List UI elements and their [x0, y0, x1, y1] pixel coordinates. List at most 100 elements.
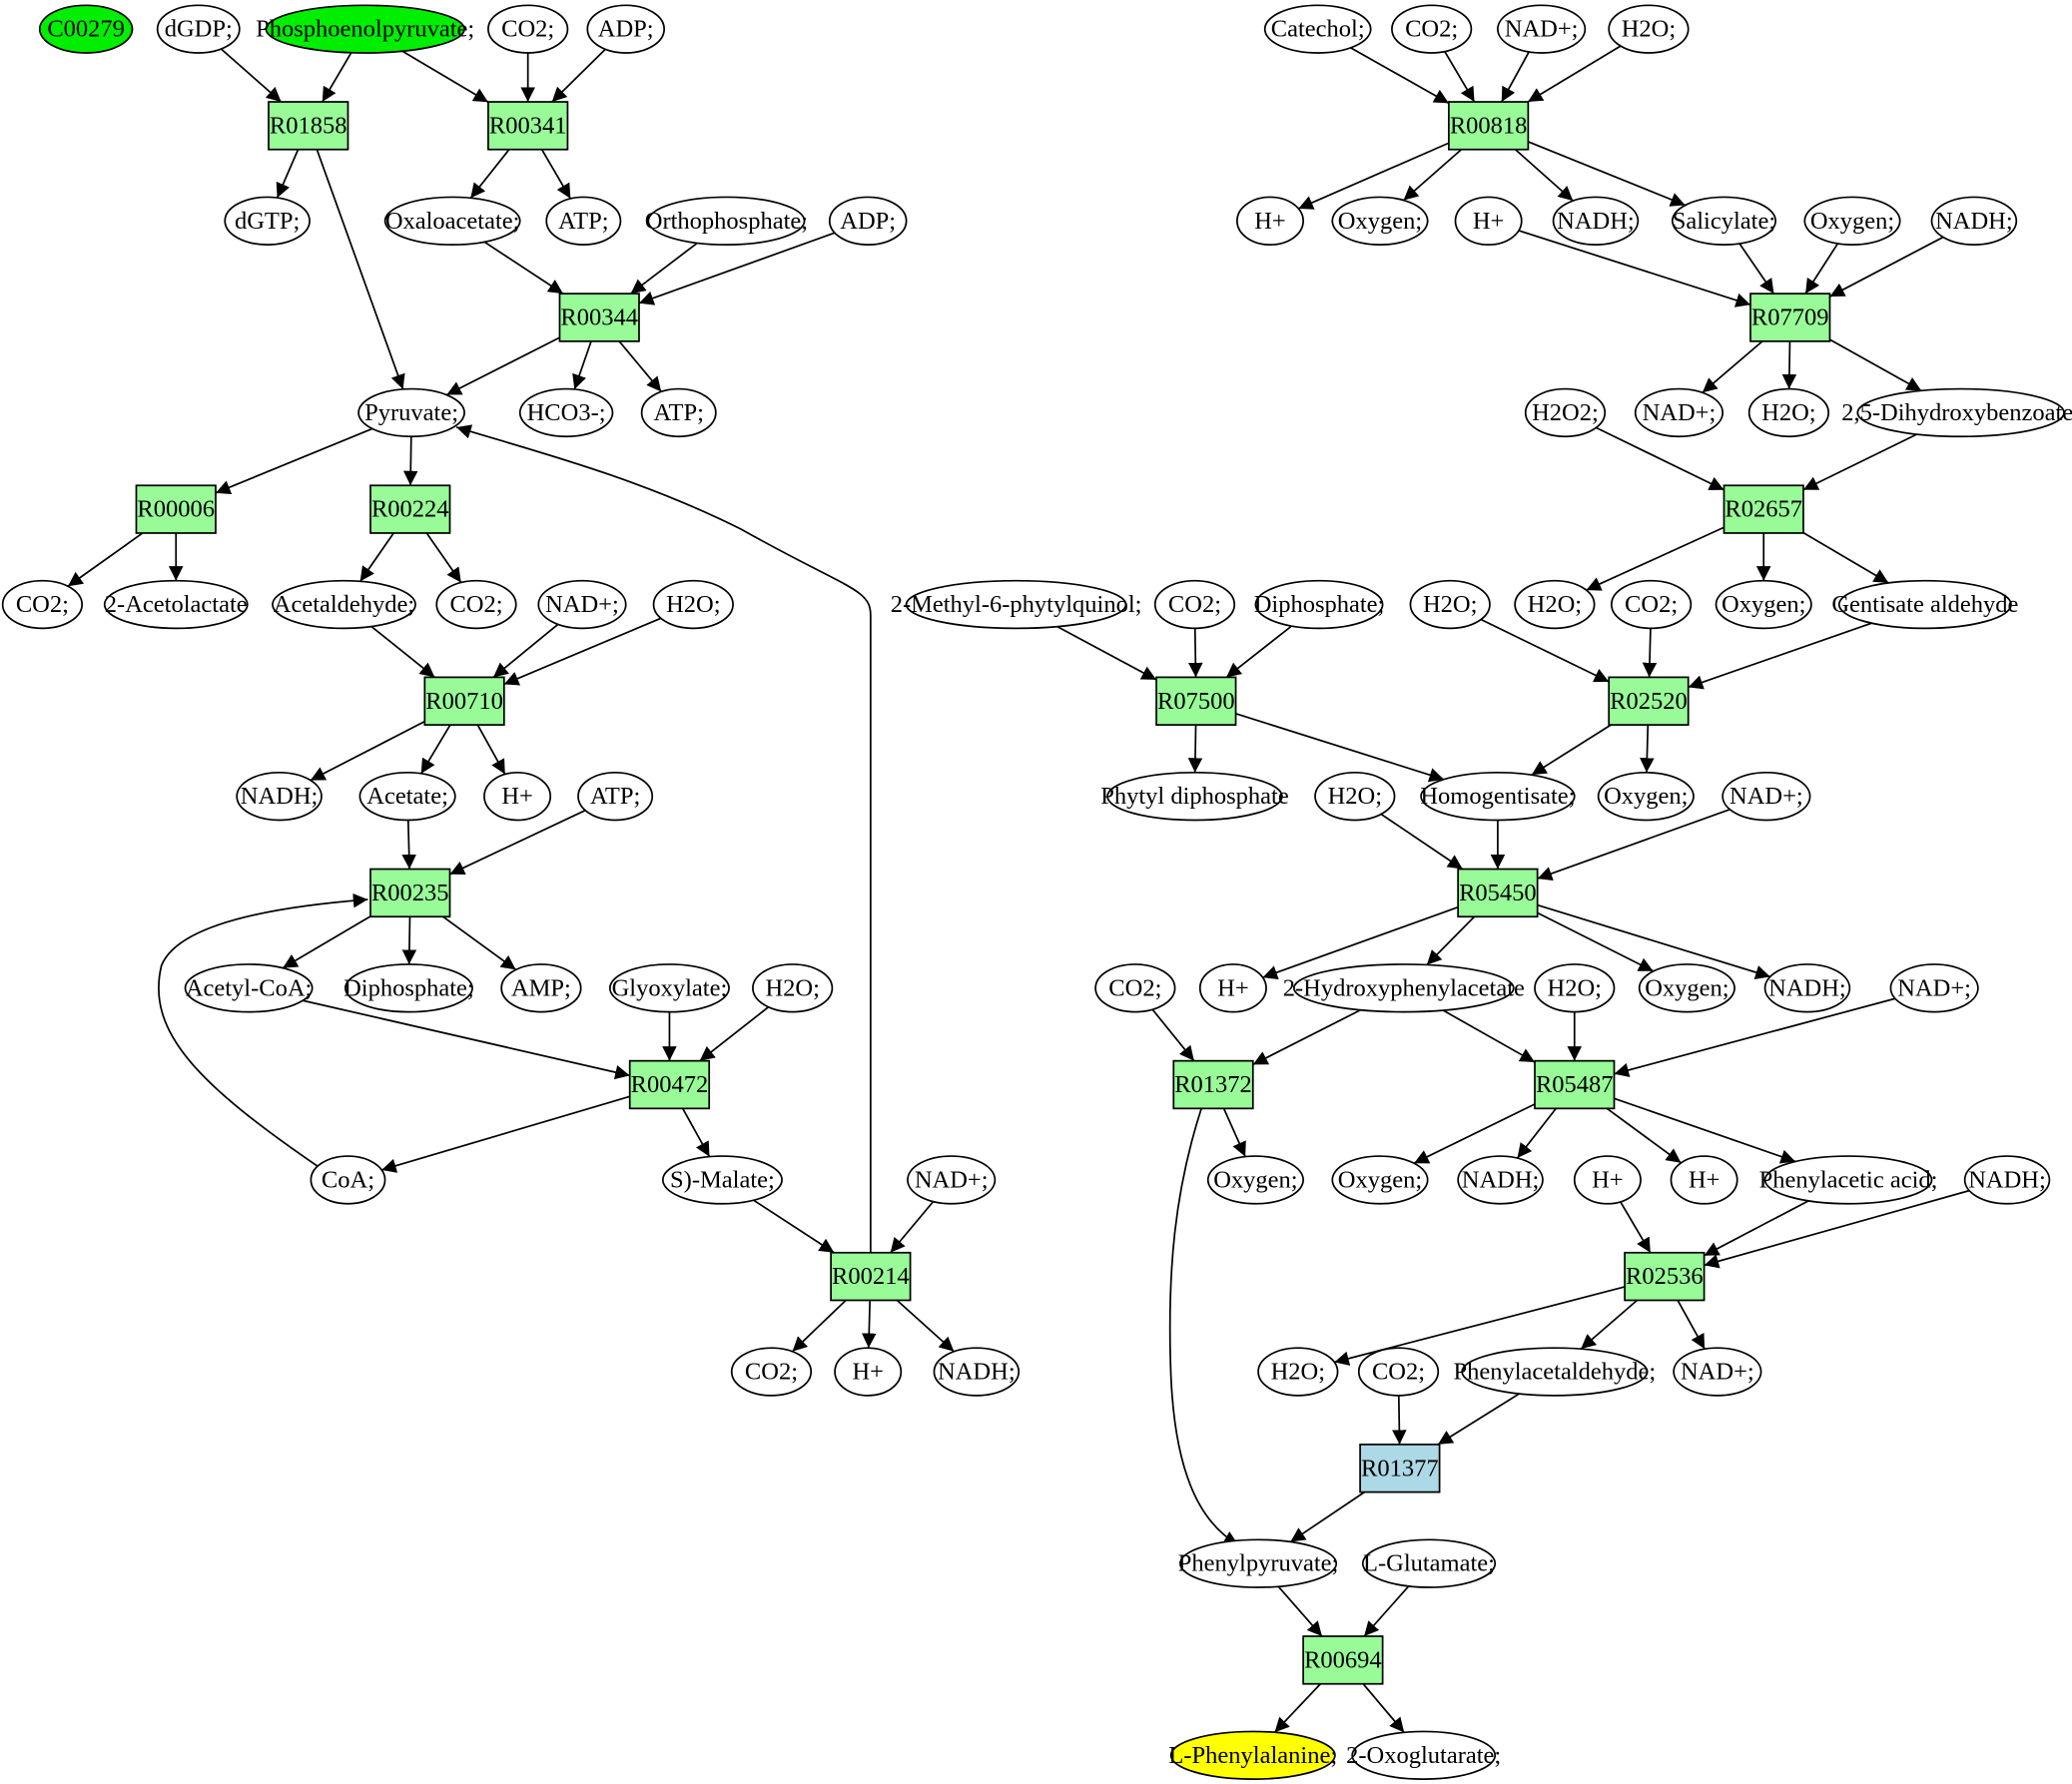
metabolite-node-m-hplus-f-shape — [1573, 1155, 1642, 1205]
metabolite-node-m-salicylate-shape — [1671, 196, 1777, 246]
metabolite-node-m-hpa-shape — [1292, 963, 1515, 1013]
metabolite-node-m-oxygen-a-label: Oxygen; — [1338, 208, 1422, 235]
metabolite-node-m-co2-e: CO2; — [1391, 4, 1473, 54]
metabolite-node-m-nadh-a-label: NADH; — [241, 783, 319, 810]
metabolite-node-m-hpa-label: 2-Hydroxyphenylacetate — [1283, 974, 1525, 1001]
metabolite-node-m-diphosphate-b: Diphosphate; — [1254, 579, 1384, 630]
metabolite-node-m-adp-b-shape — [828, 196, 908, 246]
reaction-node-r-r00472: R00472 — [628, 1059, 711, 1110]
metabolite-node-m-oxygen-b-label: Oxygen; — [1810, 208, 1894, 235]
metabolite-node-m-hco3-shape — [518, 387, 614, 438]
edge-m-diphosphate-b-to-r-r07500 — [1225, 625, 1293, 679]
metabolite-node-m-nadp-g-label: NAD+; — [1681, 1359, 1754, 1386]
reaction-node-r-r07500-label: R07500 — [1157, 688, 1235, 715]
edge-m-pyruvate-to-r-r00224 — [402, 436, 418, 486]
metabolite-node-m-nadh-d-shape — [1930, 196, 2018, 246]
metabolite-node-m-co2-i-label: CO2; — [1372, 1359, 1425, 1386]
edge-r-r00710-to-m-nadh-a — [310, 720, 425, 782]
metabolite-node-m-oxygen-f-shape — [1206, 1155, 1304, 1205]
edge-m-co2-f-to-r-r07500 — [1188, 628, 1203, 678]
edge-m-pyruvate-to-r-r00006 — [215, 427, 373, 495]
metabolite-node-m-h2o-h-shape — [1534, 963, 1616, 1013]
reaction-node-r-r07500: R07500 — [1155, 676, 1237, 726]
reaction-node-r-r07500-shape — [1155, 676, 1237, 726]
metabolite-node-m-phenylalanine-shape — [1169, 1730, 1336, 1780]
edge-r-r01858-to-m-pyruvate — [316, 149, 405, 390]
metabolite-node-m-c00279: C00279 — [38, 4, 134, 54]
metabolite-node-m-oxygen-d-shape — [1597, 771, 1695, 822]
edge-m-h2o2-to-r-r02657 — [1595, 426, 1725, 491]
metabolite-node-m-oxaloacetate: Oxaloacetate; — [383, 196, 521, 246]
metabolite-node-m-nadp-c-label: NAD+; — [1505, 16, 1579, 43]
metabolite-node-m-atp-b-label: ATP; — [654, 399, 704, 426]
edge-m-acetaldehyde-to-r-r00710 — [370, 625, 435, 679]
edges-layer — [67, 45, 1970, 1733]
reaction-node-r-r00006: R00006 — [135, 484, 217, 534]
metabolite-node-m-glyoxylate-label: Glyoxylate; — [612, 974, 728, 1001]
metabolite-node-m-h2o-d-label: H2O; — [1761, 399, 1815, 426]
metabolite-node-m-hplus-c-shape — [1236, 196, 1304, 246]
edge-r-r00341-to-m-atp-a — [540, 149, 572, 200]
reaction-node-r-r01858: R01858 — [268, 101, 349, 151]
edge-m-hpa-to-r-r01372 — [1252, 1008, 1362, 1066]
metabolite-node-m-hplus-d-shape — [1454, 196, 1523, 246]
metabolite-node-m-hplus-g-shape — [1670, 1155, 1738, 1205]
edge-m-hplus-f-to-r-r02536 — [1620, 1201, 1652, 1254]
reaction-node-r-r00472-shape — [628, 1059, 711, 1110]
edge-m-co2-e-to-r-r00818 — [1444, 51, 1476, 103]
metabolite-node-m-atp-a: ATP; — [545, 196, 622, 246]
reaction-node-r-r00694: R00694 — [1302, 1635, 1384, 1685]
reaction-node-r-r05450-label: R05450 — [1459, 880, 1537, 906]
reaction-node-r-r00818-shape — [1448, 101, 1530, 151]
metabolite-node-m-co2-e-shape — [1391, 4, 1473, 54]
edge-m-atp-c-to-r-r00235 — [449, 809, 586, 876]
edge-m-orthophosphate-to-r-r00344 — [630, 242, 698, 295]
metabolite-node-m-hco3-label: HCO3-; — [527, 399, 606, 426]
edge-r-r02536-to-m-phenylacetaldehyde — [1580, 1299, 1638, 1350]
edge-m-pep-to-r-r00341 — [401, 50, 489, 104]
metabolite-node-m-homogentisate-shape — [1420, 771, 1576, 822]
edge-r-r00235-to-m-amp — [442, 915, 517, 971]
reaction-node-r-r05487-label: R05487 — [1536, 1071, 1614, 1098]
edge-r-r00694-to-m-oxoglutarate — [1362, 1683, 1405, 1733]
metabolite-node-m-oxygen-e: Oxygen; — [1638, 963, 1735, 1013]
metabolite-node-m-diphosphate-b-shape — [1254, 579, 1384, 630]
edge-m-gentisate-to-r-r02520 — [1688, 622, 1872, 690]
edge-m-mpq-to-r-r07500 — [1056, 625, 1157, 681]
reaction-node-r-r07709: R07709 — [1749, 293, 1831, 342]
metabolite-node-m-hplus-a-shape — [483, 771, 552, 822]
edge-r-r00341-to-m-oxaloacetate — [469, 149, 510, 199]
edge-r-r02520-to-m-homogentisate — [1531, 724, 1612, 776]
edge-m-phenylpyruvate-to-r-r00694 — [1277, 1585, 1323, 1637]
reaction-node-r-r01372-shape — [1172, 1059, 1254, 1110]
metabolite-node-m-nadp-e: NAD+; — [1722, 771, 1811, 822]
edge-r-r05487-to-m-oxygen-g — [1413, 1103, 1536, 1164]
edge-m-adp-b-to-r-r00344 — [638, 232, 836, 305]
metabolite-node-m-co2-h: CO2; — [1094, 963, 1176, 1013]
reaction-node-r-r00344-label: R00344 — [560, 304, 638, 331]
metabolite-node-m-glutamate-label: L-Glutamate; — [1363, 1550, 1495, 1577]
metabolite-node-m-nadp-c: NAD+; — [1497, 4, 1587, 54]
edge-m-dhb-to-r-r02657 — [1802, 433, 1918, 491]
metabolite-node-m-phenylpyruvate-label: Phenylpyruvate; — [1178, 1550, 1339, 1577]
edge-m-h2o-b-to-r-r00472 — [699, 1006, 770, 1062]
metabolite-node-m-co2-h-label: CO2; — [1108, 974, 1161, 1001]
edge-m-h2o-a-to-r-r00710 — [503, 617, 662, 686]
reaction-node-r-r02536-shape — [1624, 1251, 1706, 1302]
edge-r-r00006-to-m-co2-b — [67, 532, 144, 587]
metabolite-node-m-dhb: 2,5-Dihydroxybenzoate; — [1841, 387, 2072, 438]
reaction-node-r-r07709-label: R07709 — [1751, 304, 1829, 331]
metabolite-node-m-oxygen-d: Oxygen; — [1597, 771, 1695, 822]
metabolite-node-m-co2-c-label: CO2; — [449, 591, 502, 618]
edge-m-oxaloacetate-to-r-r00344 — [483, 241, 564, 295]
metabolite-node-m-oxygen-b: Oxygen; — [1803, 196, 1901, 246]
reaction-node-r-r00341-shape — [487, 101, 569, 151]
metabolite-node-m-acetaldehyde-shape — [272, 579, 416, 630]
metabolite-node-m-diphosphate-a-shape — [344, 963, 473, 1013]
metabolite-node-m-co2-h-shape — [1094, 963, 1176, 1013]
reaction-node-r-r00006-label: R00006 — [137, 496, 215, 523]
edge-r-r00694-to-m-phenylalanine — [1273, 1683, 1321, 1733]
metabolite-node-m-co2-g-shape — [1610, 579, 1693, 630]
metabolite-node-m-nadp-f: NAD+; — [1889, 963, 1979, 1013]
